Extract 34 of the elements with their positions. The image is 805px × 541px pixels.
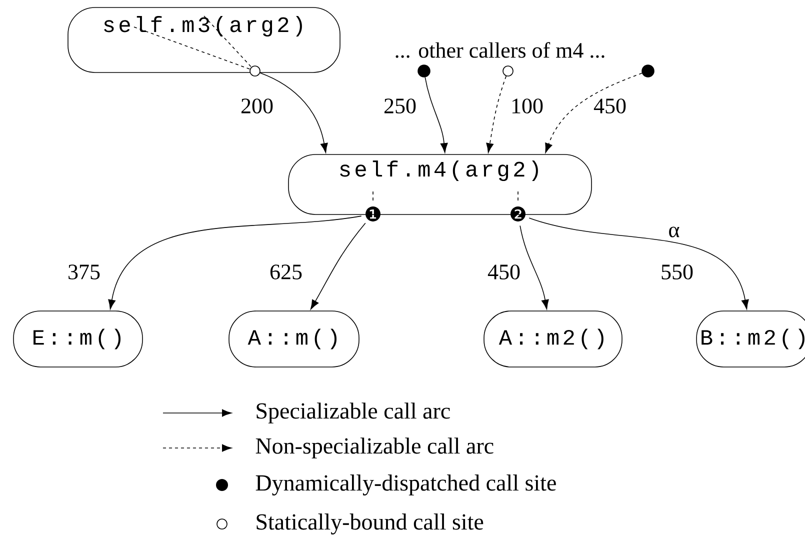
arrow bbox=[260, 72, 328, 153]
dashed-arrow bbox=[486, 76, 507, 153]
open-dot bbox=[502, 66, 514, 76]
legend-text: Specializable call arc bbox=[256, 402, 450, 424]
edge-label: 375 bbox=[66, 264, 102, 280]
arrow bbox=[520, 225, 549, 310]
arrow bbox=[424, 76, 448, 153]
edge-label: 550 bbox=[660, 264, 694, 280]
edge-label: 100 bbox=[510, 98, 544, 114]
note-text: ... other callers of m4 ... bbox=[396, 42, 604, 58]
edge-label: 450 bbox=[592, 98, 628, 114]
edge-label: 625 bbox=[268, 264, 304, 280]
arrow bbox=[310, 222, 366, 310]
call-node: A::m() bbox=[228, 310, 360, 368]
call-node: B::m2() bbox=[696, 310, 805, 368]
filled-dot bbox=[642, 64, 654, 78]
leader-line bbox=[204, 16, 252, 68]
leader-line bbox=[134, 26, 250, 70]
legend-text: Statically-bound call site bbox=[256, 514, 484, 534]
arrow bbox=[108, 216, 362, 310]
legend-text: Dynamically-dispatched call site bbox=[256, 474, 556, 496]
edge-label: 250 bbox=[382, 98, 418, 114]
arrow bbox=[528, 218, 749, 310]
call-node: A::m2() bbox=[484, 310, 622, 368]
legend-text: Non-specializable call arc bbox=[256, 438, 494, 458]
call-site-box: self.m3(arg2) bbox=[68, 7, 340, 73]
note-text: α bbox=[669, 226, 680, 238]
leader-line bbox=[372, 191, 374, 203]
dashed-arrow bbox=[545, 72, 642, 153]
filled-dot bbox=[418, 64, 430, 78]
edge-label: 450 bbox=[486, 264, 522, 280]
open-dot bbox=[250, 66, 260, 76]
call-node: E::m() bbox=[13, 310, 143, 368]
edge-label: 200 bbox=[240, 98, 274, 114]
